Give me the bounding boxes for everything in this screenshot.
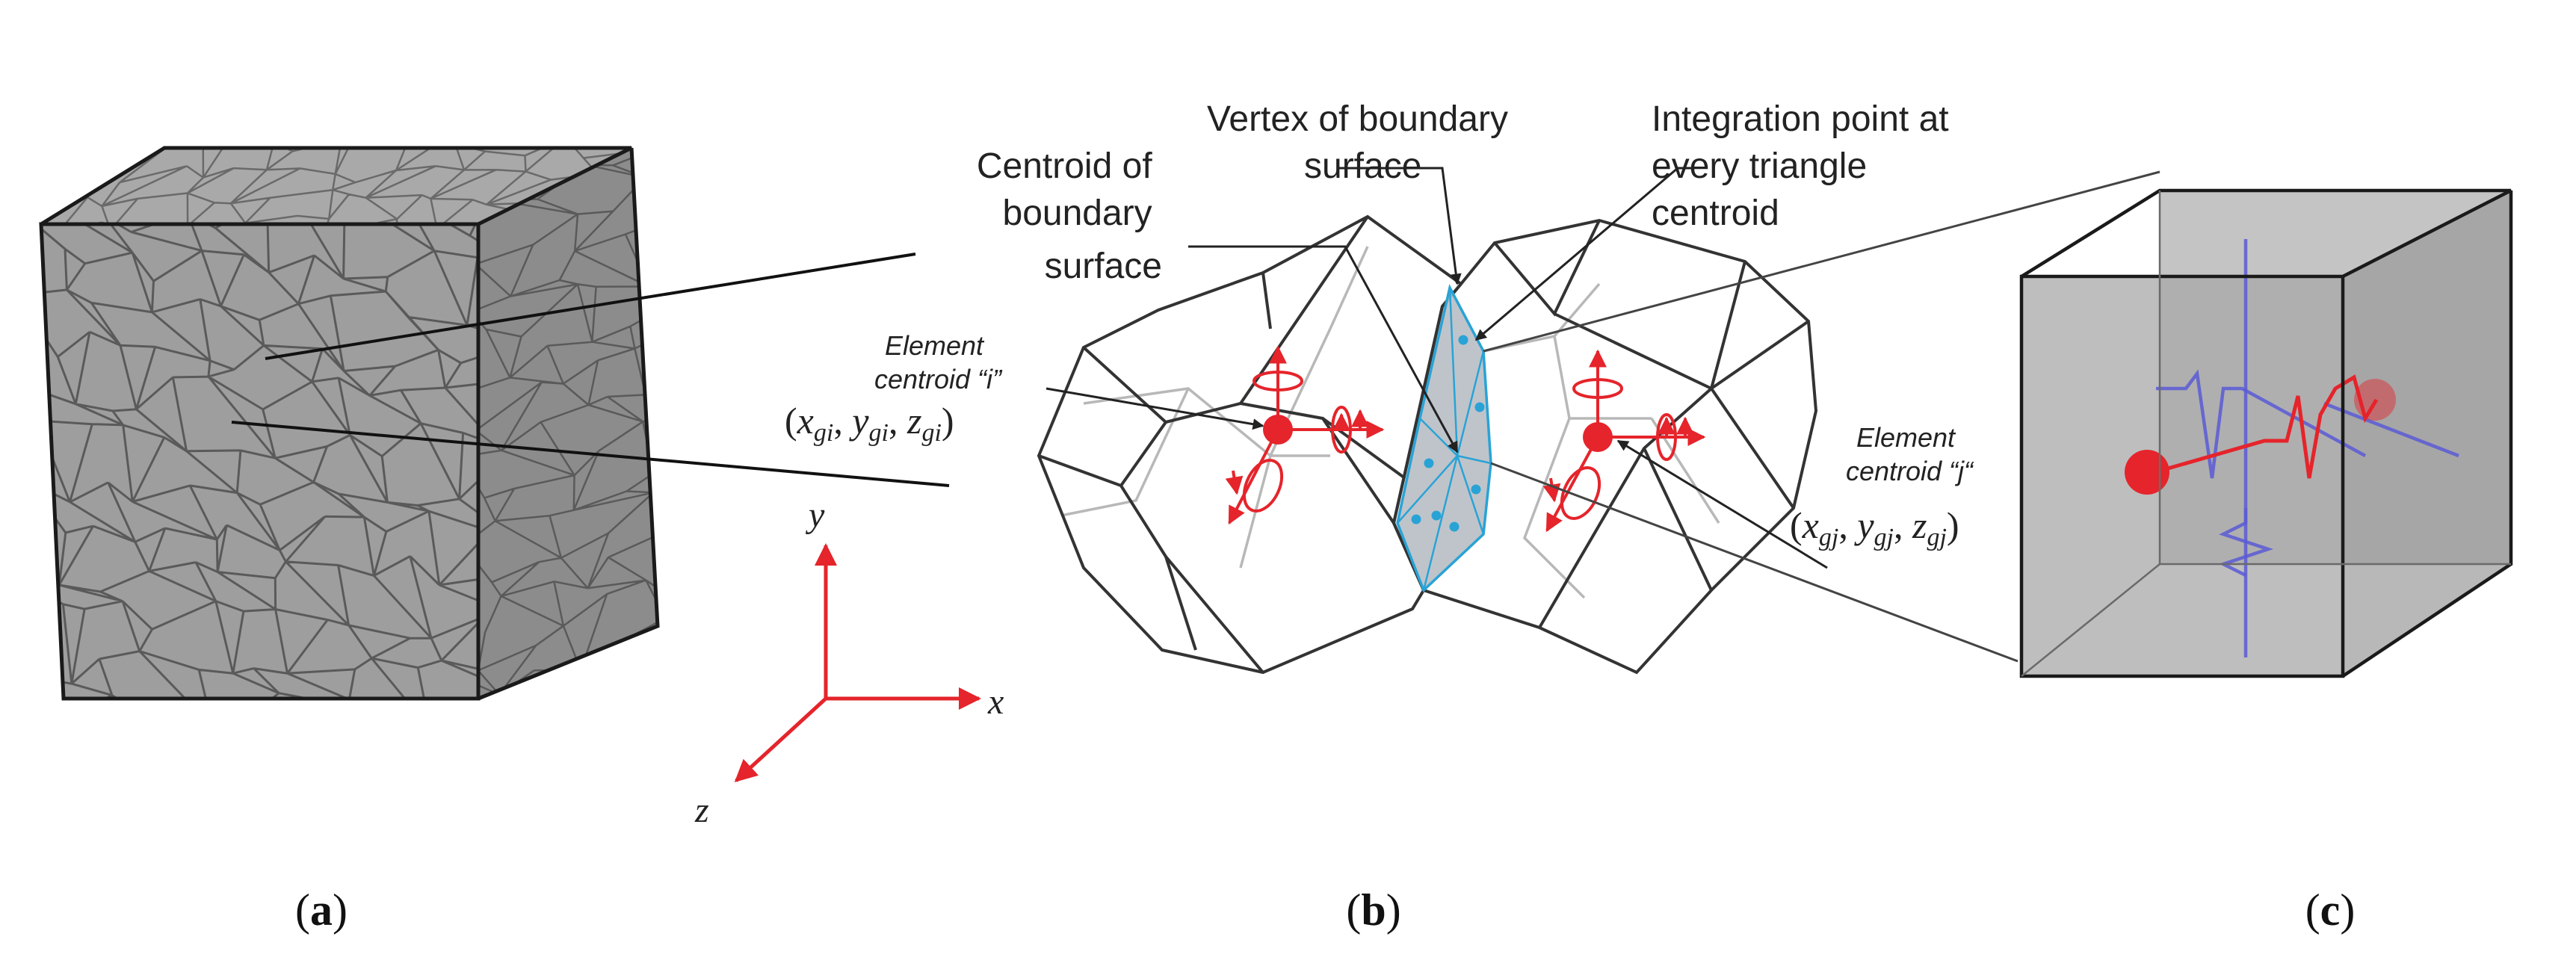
- spring-elements: [2156, 239, 2459, 657]
- grain-boundaries: [61, 148, 631, 224]
- zoom-line-c-lower: [1490, 462, 2019, 663]
- label-vertex-of-boundary-surface: Vertex of boundary surface: [1207, 99, 1518, 186]
- element-cube-hidden-edges: [2021, 191, 2511, 677]
- element-centroid-i: [1225, 345, 1385, 525]
- label-integration-point: Integration point at every triangle cent…: [1652, 99, 1959, 233]
- element-centroid-j: [1542, 349, 1706, 533]
- polycrystal-cube: [39, 146, 660, 701]
- label-centroid-of-boundary-surface: Centroid of boundary surface: [977, 146, 1162, 286]
- coordinates-j: (xgj, ygj, zgj): [1790, 504, 1959, 551]
- grain-network-top: [61, 148, 631, 224]
- boundary-surface: [1396, 284, 1492, 593]
- panel-label-b: (b): [1346, 885, 1400, 935]
- axis-label-y: y: [805, 495, 825, 535]
- leader-lines: [1045, 167, 1828, 569]
- grain-i-edges: [1037, 214, 1463, 675]
- grain-boundaries: [41, 224, 478, 699]
- hidden-edges: [1060, 246, 1720, 599]
- cube-front-face: [41, 224, 478, 699]
- grain-network-front: [41, 224, 478, 699]
- element-cube-front: [2021, 276, 2343, 676]
- grain-pair-diagram: [1037, 167, 2160, 675]
- coordinate-axes: y x z: [694, 495, 1004, 830]
- panel-label-a: (a): [295, 885, 348, 935]
- cube-side-face: [478, 148, 658, 699]
- coordinates-i: (xgi, ygi, zgi): [785, 400, 954, 447]
- zoom-line-c-upper: [1483, 170, 2160, 353]
- spring-red: [2146, 374, 2379, 479]
- zoom-line-lower: [231, 421, 950, 487]
- axis-label-x: x: [987, 682, 1004, 722]
- element-cube: [2019, 188, 2513, 678]
- annotations: Vertex of boundary surface Integration p…: [785, 99, 1974, 551]
- cube-edges: [39, 146, 660, 701]
- label-element-centroid-j: Element centroid “j“: [1846, 422, 1974, 486]
- label-element-centroid-i: Element centroid “i”: [874, 330, 1003, 394]
- integration-points: [1411, 335, 1485, 532]
- panel-label-c: (c): [2305, 885, 2356, 935]
- element-cube-side: [2343, 191, 2511, 676]
- zoom-line-upper: [265, 253, 916, 360]
- grain-j-edges: [1392, 218, 1818, 675]
- element-centroid-front: [2125, 450, 2169, 495]
- element-centroid-back: [2354, 379, 2396, 421]
- axis-label-z: z: [694, 790, 709, 830]
